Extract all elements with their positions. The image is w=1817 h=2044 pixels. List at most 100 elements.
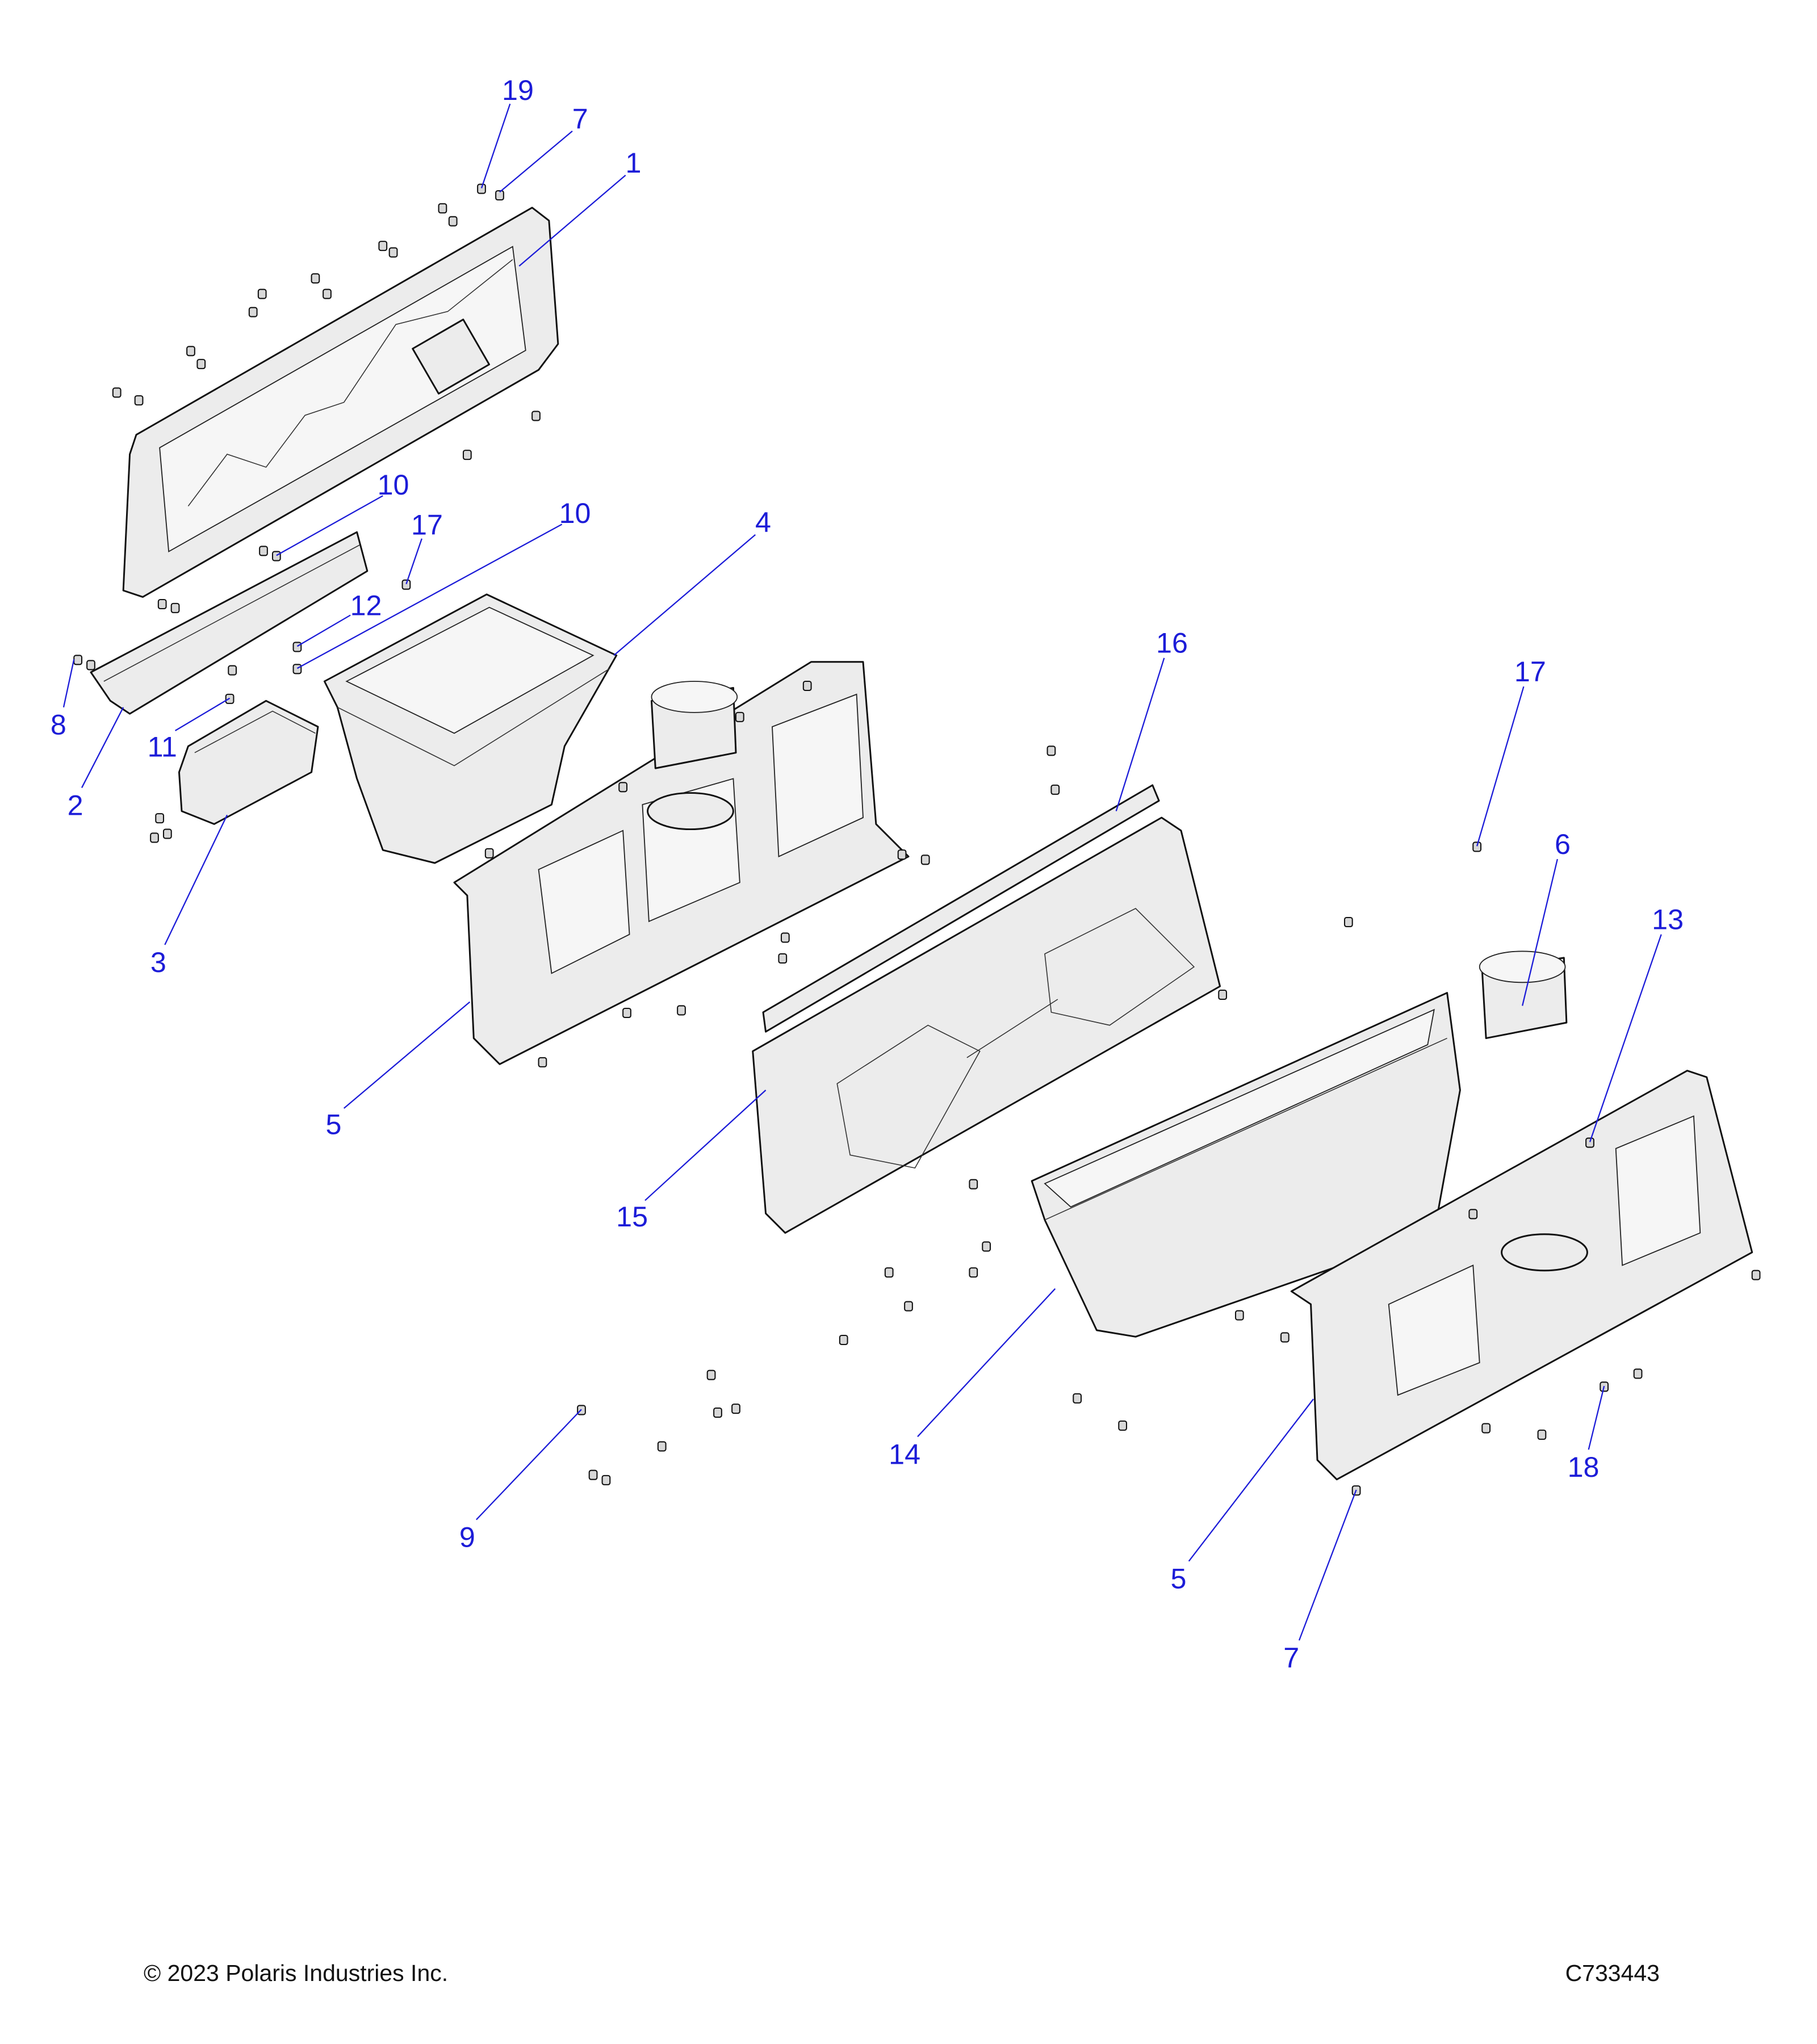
part-15-center-panel (752, 816, 1221, 1234)
callout-17: 17 (411, 509, 443, 541)
fastener (86, 660, 95, 671)
callout-10: 10 (559, 497, 591, 529)
part-5-side-panel-left (453, 661, 910, 1065)
fastener (134, 395, 144, 406)
fastener (622, 1007, 631, 1019)
fastener (1234, 1310, 1244, 1321)
fastener (897, 849, 907, 860)
fastener (778, 953, 788, 964)
fastener (162, 828, 172, 839)
fastener (257, 288, 267, 299)
fastener (477, 183, 486, 194)
fastener (618, 782, 628, 793)
fastener (292, 642, 302, 652)
fastener (1046, 745, 1056, 756)
fastener (731, 1404, 740, 1414)
fastener (495, 190, 504, 201)
fastener (884, 1267, 894, 1278)
fastener (920, 855, 930, 865)
fastener (155, 813, 165, 824)
callout-19: 19 (502, 74, 534, 106)
callout-9: 9 (459, 1521, 475, 1553)
drawing-code: C733443 (1565, 1960, 1660, 1986)
fastener (1280, 1332, 1290, 1343)
part-2-bracket (90, 531, 369, 715)
fastener (259, 546, 268, 556)
part-16-seal-strip (762, 784, 1160, 1033)
fastener (982, 1241, 991, 1252)
fastener (112, 387, 122, 398)
part-3-cover (178, 700, 319, 825)
callout-7: 7 (572, 102, 588, 135)
fastener (448, 216, 458, 227)
fastener (462, 450, 472, 460)
fastener (1468, 1209, 1478, 1220)
callout-2: 2 (68, 789, 83, 821)
callout-5: 5 (325, 1108, 341, 1141)
fastener (157, 598, 167, 610)
fastener (228, 665, 237, 676)
fastener (969, 1267, 978, 1278)
copyright-notice: © 2023 Polaris Industries Inc. (144, 1960, 449, 1986)
fastener (170, 602, 180, 613)
callout-16: 16 (1156, 627, 1188, 659)
callout-3: 3 (150, 946, 166, 978)
fastener (186, 346, 195, 357)
fastener (1050, 784, 1060, 795)
fastener (311, 273, 320, 284)
fastener (1537, 1429, 1547, 1440)
fastener (1343, 916, 1353, 928)
fastener (150, 832, 159, 843)
fastener (388, 247, 398, 258)
part-5-side-panel-right (1290, 1070, 1753, 1481)
fastener (1218, 989, 1228, 1000)
fasteners (73, 183, 1761, 1496)
fastener (438, 203, 447, 213)
fastener (292, 664, 302, 675)
fastener (1073, 1393, 1082, 1404)
callout-14: 14 (889, 1438, 920, 1470)
callouts: 19 7 1 10 17 10 4 12 8 11 2 3 16 17 6 13… (51, 74, 1684, 1674)
part-1-rear-panel (122, 207, 559, 598)
fastener (1585, 1137, 1594, 1148)
fastener (484, 848, 494, 858)
fastener (1633, 1368, 1643, 1379)
fastener (1751, 1270, 1761, 1280)
fastener (73, 655, 83, 665)
callout-10: 10 (378, 468, 409, 501)
callout-7: 7 (1283, 1641, 1299, 1674)
fastener (735, 711, 744, 722)
fastener (323, 288, 332, 299)
fastener (657, 1441, 667, 1452)
fastener (677, 1005, 686, 1016)
fastener (839, 1334, 848, 1346)
fastener (531, 411, 541, 421)
callout-4: 4 (755, 506, 771, 538)
fastener (802, 680, 812, 692)
fastener (780, 932, 790, 943)
fastener (401, 579, 411, 590)
callout-13: 13 (1652, 903, 1684, 936)
fastener (601, 1475, 611, 1485)
fastener (706, 1369, 716, 1380)
callout-6: 6 (1555, 828, 1571, 860)
callout-18: 18 (1568, 1451, 1600, 1483)
callout-8: 8 (51, 709, 66, 741)
callout-5: 5 (1170, 1563, 1186, 1595)
fastener (904, 1301, 913, 1312)
fastener (196, 359, 206, 370)
callout-1: 1 (625, 146, 641, 179)
callout-15: 15 (616, 1200, 648, 1233)
callout-17: 17 (1514, 655, 1546, 688)
fastener (969, 1179, 978, 1189)
fastener (1481, 1423, 1491, 1434)
fastener (248, 307, 258, 317)
callout-12: 12 (350, 589, 382, 621)
fastener (588, 1469, 598, 1480)
part-4-storage-bin (323, 593, 618, 864)
fastener (378, 241, 388, 252)
part-14-storage-tub (1031, 992, 1461, 1338)
fastener (271, 551, 281, 562)
fastener (1118, 1420, 1128, 1431)
